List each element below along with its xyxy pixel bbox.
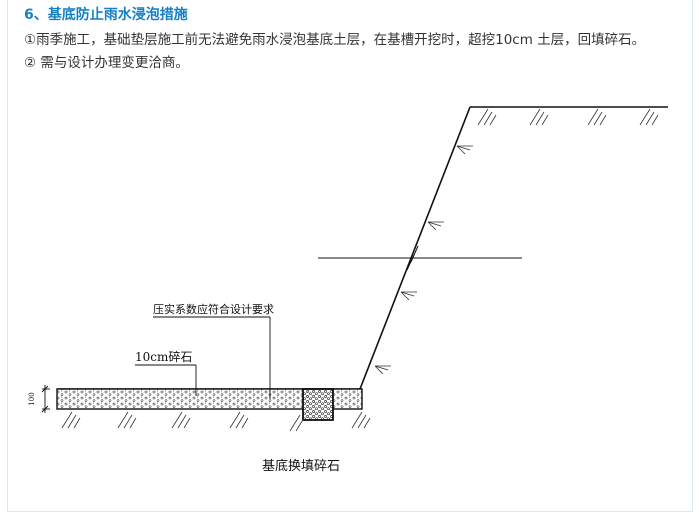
paragraph-design-change: ② 需与设计办理变更洽商。 (24, 54, 189, 71)
paragraph-rain-construction: ①雨季施工，基础垫层施工前无法避免雨水浸泡基底土层，在基槽开挖时，超挖10cm … (24, 32, 646, 48)
compaction-note: 压实系数应符合设计要求 (153, 302, 274, 316)
drawing-caption: 基底换填碎石 (262, 458, 340, 474)
gravel-pocket (302, 388, 334, 421)
gravel-backfill-layer (56, 388, 363, 410)
slope-soil-hatching (374, 145, 473, 375)
dimension-label: 100 (28, 392, 36, 405)
slope-break-mark (406, 245, 419, 271)
excavation-slope-line (359, 106, 471, 390)
body-text: ①雨季施工，基础垫层施工前无法避免雨水浸泡基底土层，在基槽开挖时，超挖10cm … (24, 29, 679, 74)
content-frame (7, 0, 693, 512)
top-soil-hatching (477, 108, 659, 126)
thickness-dimension (41, 385, 50, 413)
gravel-note: 10cm碎石 (135, 349, 192, 364)
foundation-section-drawing: 100 压实系数应符合设计要求 10cm碎石 基底换填碎石 (28, 106, 668, 474)
base-soil-hatching (61, 411, 371, 432)
section-heading: 6、基底防止雨水浸泡措施 (24, 7, 188, 23)
